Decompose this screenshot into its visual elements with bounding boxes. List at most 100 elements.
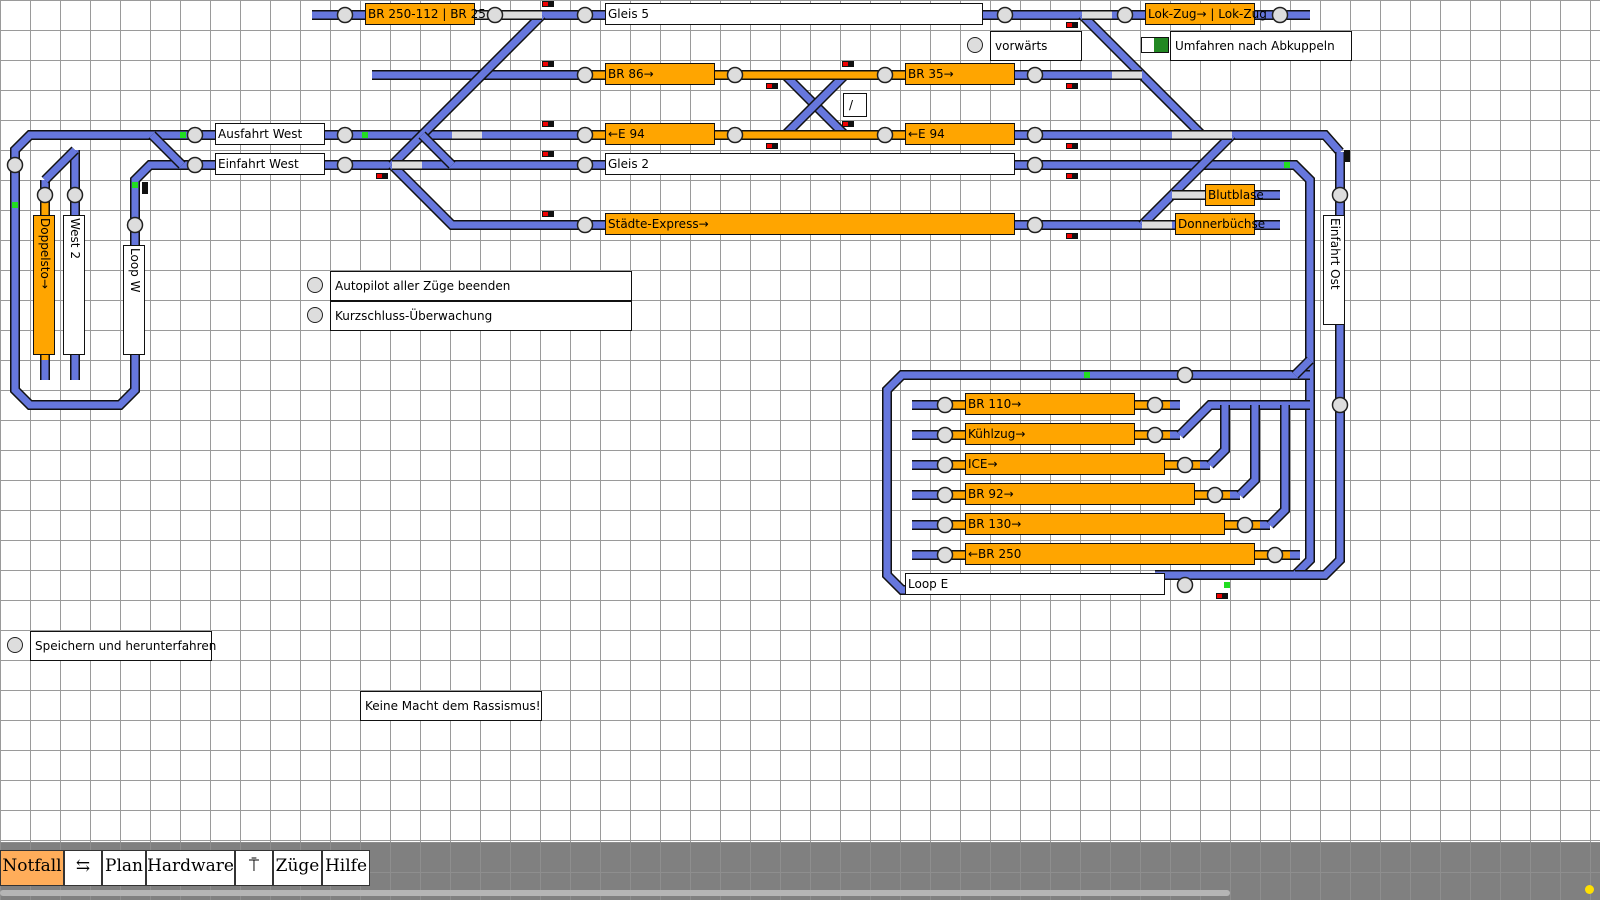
signal-icon[interactable]: ⍑ bbox=[235, 850, 273, 886]
shutdown-toggle-icon[interactable] bbox=[7, 637, 23, 653]
switch-icon bbox=[876, 66, 894, 84]
track-diag-b bbox=[389, 162, 482, 229]
track-yard-ladder-2 bbox=[1207, 405, 1229, 468]
switch-icon bbox=[1271, 6, 1289, 24]
switch-icon bbox=[576, 66, 594, 84]
switch-icon bbox=[1026, 66, 1044, 84]
switch-icon bbox=[576, 6, 594, 24]
block-e94-right[interactable]: ←E 94 bbox=[905, 123, 1015, 145]
switch-icon bbox=[576, 216, 594, 234]
track-diag-a bbox=[389, 12, 545, 168]
signal-lamp-icon bbox=[543, 212, 548, 216]
block-gleis2[interactable]: Gleis 2 bbox=[605, 153, 1015, 175]
switch-icon bbox=[1266, 546, 1284, 564]
signal-icon bbox=[1344, 150, 1350, 162]
switch-icon bbox=[1176, 576, 1194, 594]
block-br35[interactable]: BR 35→ bbox=[905, 63, 1015, 85]
block-blutblase[interactable]: Blutblase bbox=[1205, 184, 1264, 206]
signal-lamp-icon bbox=[843, 62, 848, 66]
block-br86[interactable]: BR 86→ bbox=[605, 63, 715, 85]
switch-icon bbox=[1331, 396, 1349, 414]
switch-icon bbox=[336, 126, 354, 144]
direction-toggle-icon[interactable] bbox=[967, 37, 983, 53]
sensor-icon bbox=[132, 182, 138, 188]
switch-icon bbox=[6, 156, 24, 174]
switch-icon bbox=[186, 156, 204, 174]
signal-lamp-icon bbox=[543, 62, 548, 66]
block-lok-zug[interactable]: Lok-Zug→ | Lok-Zug bbox=[1145, 3, 1267, 25]
block-e94-left[interactable]: ←E 94 bbox=[605, 123, 715, 145]
track-yard-ladder-4 bbox=[1267, 405, 1289, 528]
block-br92[interactable]: BR 92→ bbox=[965, 483, 1195, 505]
signal-lamp-icon bbox=[1217, 594, 1222, 598]
track-yard-ladder-1 bbox=[1177, 401, 1310, 438]
block-einfahrt-ost[interactable]: Einfahrt Ost bbox=[1323, 215, 1345, 325]
block-br130[interactable]: BR 130→ bbox=[965, 513, 1225, 535]
switch-icon bbox=[936, 426, 954, 444]
notfall-button[interactable]: Notfall bbox=[0, 850, 64, 886]
block-loop-e[interactable]: Loop E bbox=[905, 573, 1165, 595]
track-west-cross bbox=[149, 132, 185, 168]
track-diag-d bbox=[1139, 132, 1235, 228]
swap-icon[interactable]: ⇆ bbox=[64, 850, 102, 886]
short-circuit-panel[interactable]: Kurzschluss-Überwachung bbox=[330, 301, 632, 331]
switch-icon bbox=[876, 126, 894, 144]
block-loop-w[interactable]: Loop W bbox=[123, 245, 145, 355]
short-circuit-toggle-icon[interactable] bbox=[307, 307, 323, 323]
block-ausfahrt-west[interactable]: Ausfahrt West bbox=[215, 123, 325, 145]
block-staedte-express[interactable]: Städte-Express→ bbox=[605, 213, 1015, 235]
zuege-button[interactable]: Züge bbox=[273, 850, 322, 886]
block-donnerbuechse[interactable]: Donnerbüchse bbox=[1175, 213, 1265, 235]
block-einfahrt-west[interactable]: Einfahrt West bbox=[215, 153, 325, 175]
switch-icon bbox=[486, 6, 504, 24]
block-br250-112[interactable]: BR 250-112 | BR 25 bbox=[365, 3, 486, 25]
signal-lamp-icon bbox=[767, 144, 772, 148]
autopilot-panel[interactable]: Autopilot aller Züge beenden bbox=[330, 271, 632, 301]
sensor-icon bbox=[12, 202, 18, 208]
message-label: Keine Macht dem Rassismus! bbox=[360, 691, 542, 721]
switch-icon bbox=[726, 126, 744, 144]
track-diag-e bbox=[419, 132, 455, 168]
switch-icon bbox=[936, 396, 954, 414]
track-west-diag bbox=[42, 147, 78, 183]
switch-icon bbox=[1236, 516, 1254, 534]
plan-button[interactable]: Plan bbox=[102, 850, 146, 886]
signal-lamp-icon bbox=[1067, 144, 1072, 148]
uncouple-panel[interactable]: Umfahren nach Abkuppeln bbox=[1170, 31, 1352, 61]
horizontal-scrollbar[interactable] bbox=[0, 890, 1230, 896]
track-east-link bbox=[1292, 357, 1313, 378]
switch-icon bbox=[336, 156, 354, 174]
switch-icon bbox=[36, 186, 54, 204]
switch-icon bbox=[336, 6, 354, 24]
shutdown-panel[interactable]: Speichern und herunterfahren bbox=[30, 631, 216, 661]
block-west2[interactable]: West 2 bbox=[63, 215, 85, 355]
crossing-toggle[interactable]: / bbox=[843, 93, 867, 117]
track-east-vertical bbox=[1295, 152, 1344, 579]
switch-icon bbox=[1026, 156, 1044, 174]
switch-icon bbox=[126, 216, 144, 234]
signal-lamp-icon bbox=[543, 2, 548, 6]
switch-icon bbox=[576, 126, 594, 144]
status-dot-icon bbox=[1585, 885, 1594, 894]
track-plan[interactable]: BR 250-112 | BR 25 Gleis 5 Lok-Zug→ | Lo… bbox=[0, 0, 1600, 842]
switch-icon bbox=[1116, 6, 1134, 24]
signal-lamp-icon bbox=[1067, 23, 1072, 27]
sensor-icon bbox=[180, 132, 186, 138]
uncouple-toggle-icon[interactable] bbox=[1141, 37, 1169, 53]
switch-icon bbox=[1026, 126, 1044, 144]
switch-icon bbox=[996, 6, 1014, 24]
signal-lamp-icon bbox=[1067, 174, 1072, 178]
direction-panel[interactable]: vorwärts bbox=[990, 31, 1082, 61]
hardware-button[interactable]: Hardware bbox=[146, 850, 235, 886]
block-kuehlzug[interactable]: Kühlzug→ bbox=[965, 423, 1135, 445]
block-doppelsto[interactable]: Doppelsto→ bbox=[33, 215, 55, 355]
block-gleis5[interactable]: Gleis 5 bbox=[605, 3, 983, 25]
hilfe-button[interactable]: Hilfe bbox=[322, 850, 370, 886]
sensor-icon bbox=[1284, 162, 1290, 168]
signal-lamp-icon bbox=[767, 84, 772, 88]
block-br110[interactable]: BR 110→ bbox=[965, 393, 1135, 415]
block-ice[interactable]: ICE→ bbox=[965, 453, 1165, 475]
autopilot-toggle-icon[interactable] bbox=[307, 277, 323, 293]
sensor-icon bbox=[362, 132, 368, 138]
block-br250[interactable]: ←BR 250 bbox=[965, 543, 1255, 565]
